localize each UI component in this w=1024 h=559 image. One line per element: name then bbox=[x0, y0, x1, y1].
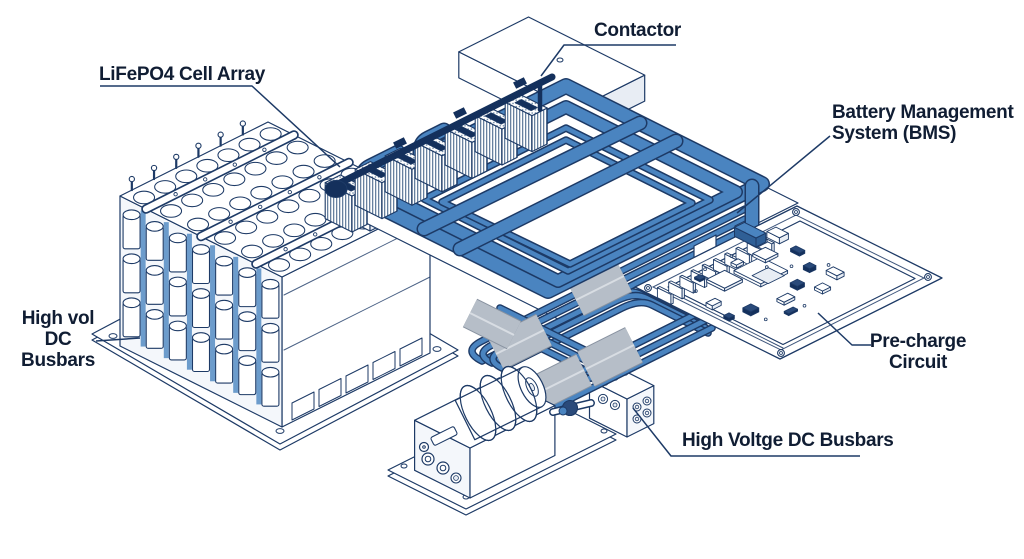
label-bms: Battery Management System (BMS) bbox=[832, 102, 1014, 144]
leader-cell-array bbox=[100, 85, 341, 168]
label-bms-line2: System (BMS) bbox=[832, 123, 957, 144]
label-precharge-line2: Circuit bbox=[888, 352, 948, 373]
label-leader-lines bbox=[95, 44, 871, 457]
contactor-row-illustration bbox=[324, 73, 556, 233]
leader-precharge bbox=[817, 312, 871, 346]
label-busbars-left-line2: Busbars bbox=[21, 350, 95, 371]
leader-busbars-left bbox=[95, 337, 141, 342]
label-precharge: Pre-charge Circuit bbox=[866, 331, 970, 373]
bms-board-illustration bbox=[634, 205, 943, 360]
label-cell-array: LiFePO4 Cell Array bbox=[99, 64, 266, 85]
label-busbars-left: High vol DC Busbars bbox=[8, 308, 108, 371]
label-busbars-bottom: High Voltge DC Busbars bbox=[682, 430, 894, 451]
power-module-illustration bbox=[414, 365, 595, 499]
leader-busbars-bottom bbox=[632, 407, 860, 457]
leader-bms bbox=[736, 135, 831, 214]
dc-busbar-tubes-illustration bbox=[462, 205, 749, 422]
label-contactor: Contactor bbox=[594, 20, 682, 41]
label-bms-line1: Battery Management bbox=[832, 102, 1014, 123]
label-busbars-left-line1: High vol DC bbox=[21, 308, 95, 350]
label-precharge-line1: Pre-charge bbox=[869, 331, 967, 352]
leader-contactor bbox=[540, 44, 676, 77]
